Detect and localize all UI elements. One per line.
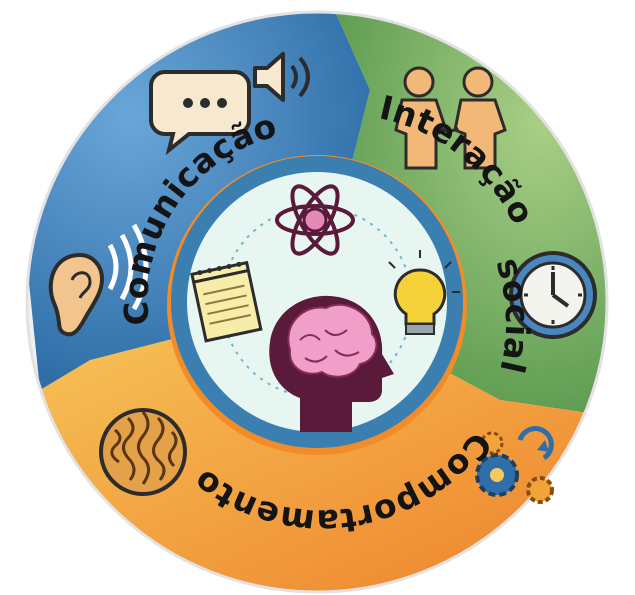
speech-bubble-icon: [149, 70, 251, 156]
handshake-people-icon: [394, 66, 507, 170]
head-brain-icon: [269, 295, 394, 432]
sound-waves-icon: [107, 223, 149, 311]
atom-icon: [275, 184, 355, 256]
clock-icon: [509, 251, 597, 339]
ear-icon: [48, 252, 105, 337]
brain-texture-icon: [99, 408, 187, 496]
speaker-icon: [253, 52, 310, 102]
lightbulb-icon: [388, 250, 460, 335]
notepad-icon: [190, 260, 263, 343]
gears-icon: [475, 426, 554, 504]
